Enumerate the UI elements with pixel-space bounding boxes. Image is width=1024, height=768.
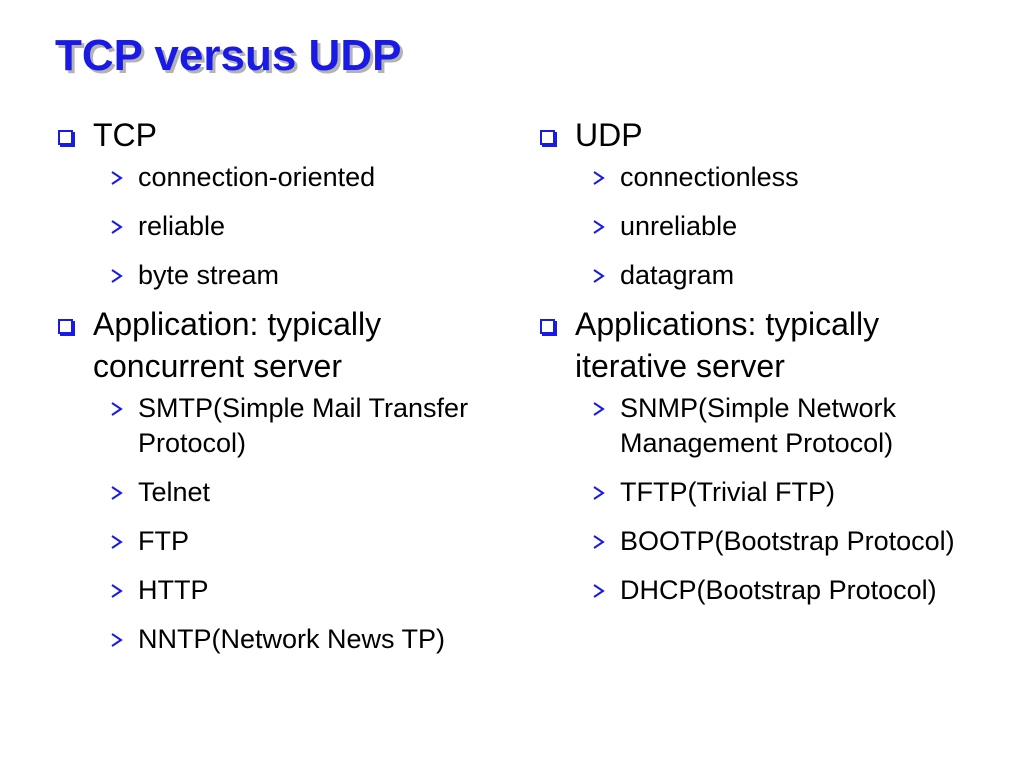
arrow-bullet-icon — [593, 269, 605, 283]
bullet-tcp-applications: Application: typically concurrent server… — [58, 303, 498, 657]
sub-bullet-text: FTP — [138, 526, 189, 556]
arrow-bullet-icon — [111, 269, 123, 283]
sub-bullet-text: SNMP(Simple Network Management Protocol) — [620, 393, 897, 458]
sub-bullet-text: BOOTP(Bootstrap Protocol) — [620, 526, 955, 556]
sub-bullet: datagram — [575, 258, 1000, 293]
sub-bullet-text: byte stream — [138, 260, 280, 290]
sub-bullet: HTTP — [93, 573, 498, 608]
sub-bullet: connection-oriented — [93, 160, 498, 195]
square-bullet-icon — [540, 130, 555, 145]
sub-bullet: byte stream — [93, 258, 498, 293]
sub-bullet-text: connection-oriented — [138, 162, 376, 192]
sub-bullet: connectionless — [575, 160, 1000, 195]
sub-bullet-text: datagram — [620, 260, 735, 290]
sub-bullet: TFTP(Trivial FTP) — [575, 475, 1000, 510]
sub-bullet-list: SNMP(Simple Network Management Protocol)… — [575, 391, 1000, 608]
arrow-bullet-icon — [111, 171, 123, 185]
bullet-heading: UDP — [575, 117, 643, 153]
bullet-tcp: TCP connection-oriented reliable byte st… — [58, 114, 498, 293]
arrow-bullet-icon — [111, 584, 123, 598]
bullet-heading: TCP — [93, 117, 157, 153]
sub-bullet: NNTP(Network News TP) — [93, 622, 498, 657]
arrow-bullet-icon — [111, 402, 123, 416]
sub-bullet-text: Telnet — [138, 477, 211, 507]
sub-bullet-text: TFTP(Trivial FTP) — [620, 477, 835, 507]
slide-title: TCP versus UDP — [55, 31, 402, 80]
sub-bullet-text: DHCP(Bootstrap Protocol) — [620, 575, 937, 605]
sub-bullet: DHCP(Bootstrap Protocol) — [575, 573, 1000, 608]
sub-bullet-list: SMTP(Simple Mail Transfer Protocol) Teln… — [93, 391, 498, 657]
bullet-udp-applications: Applications: typically iterative server… — [540, 303, 1000, 608]
sub-bullet-text: reliable — [138, 211, 226, 241]
square-bullet-icon — [540, 319, 555, 334]
sub-bullet-text: HTTP — [138, 575, 209, 605]
sub-bullet: SMTP(Simple Mail Transfer Protocol) — [93, 391, 498, 461]
arrow-bullet-icon — [111, 535, 123, 549]
arrow-bullet-icon — [593, 220, 605, 234]
square-bullet-icon — [58, 319, 73, 334]
sub-bullet: BOOTP(Bootstrap Protocol) — [575, 524, 1000, 559]
sub-bullet-text: SMTP(Simple Mail Transfer Protocol) — [138, 393, 469, 458]
arrow-bullet-icon — [593, 584, 605, 598]
arrow-bullet-icon — [593, 171, 605, 185]
bullet-udp: UDP connectionless unreliable datagram — [540, 114, 1000, 293]
bullet-heading: Applications: typically iterative server — [575, 306, 880, 384]
arrow-bullet-icon — [111, 633, 123, 647]
sub-bullet-list: connection-oriented reliable byte stream — [93, 160, 498, 293]
arrow-bullet-icon — [593, 486, 605, 500]
sub-bullet: reliable — [93, 209, 498, 244]
square-bullet-icon — [58, 130, 73, 145]
sub-bullet: unreliable — [575, 209, 1000, 244]
sub-bullet: Telnet — [93, 475, 498, 510]
bullet-heading: Application: typically concurrent server — [93, 306, 382, 384]
sub-bullet: FTP — [93, 524, 498, 559]
arrow-bullet-icon — [593, 402, 605, 416]
arrow-bullet-icon — [593, 535, 605, 549]
arrow-bullet-icon — [111, 220, 123, 234]
sub-bullet-list: connectionless unreliable datagram — [575, 160, 1000, 293]
sub-bullet-text: NNTP(Network News TP) — [138, 624, 446, 654]
tcp-column: TCP connection-oriented reliable byte st… — [58, 114, 498, 667]
sub-bullet: SNMP(Simple Network Management Protocol) — [575, 391, 1000, 461]
sub-bullet-text: unreliable — [620, 211, 738, 241]
sub-bullet-text: connectionless — [620, 162, 799, 192]
arrow-bullet-icon — [111, 486, 123, 500]
udp-column: UDP connectionless unreliable datagram A… — [540, 114, 1000, 618]
